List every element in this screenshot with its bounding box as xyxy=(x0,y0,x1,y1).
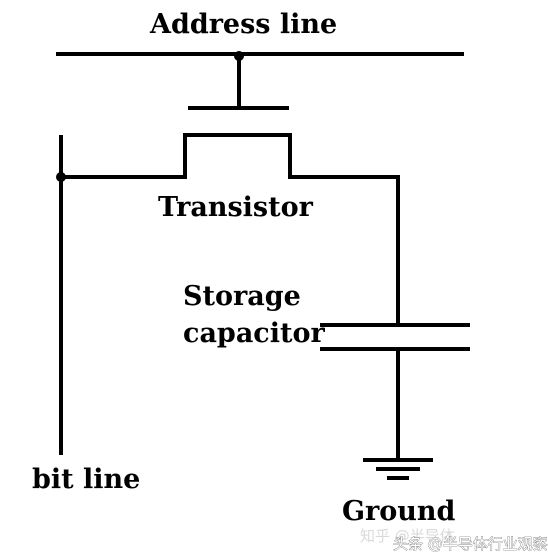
bit-line-label: bit line xyxy=(32,464,140,495)
bit-line-junction-dot xyxy=(56,172,66,182)
storage-capacitor-label-line2: capacitor xyxy=(183,318,325,349)
zhihu-watermark: 知乎 @半导体 xyxy=(360,527,455,545)
ground-icon xyxy=(363,458,433,480)
storage-capacitor-label-line1: Storage xyxy=(183,281,301,312)
transistor-channel xyxy=(59,133,400,179)
address-line-label: Address line xyxy=(149,9,337,40)
transistor-label: Transistor xyxy=(158,192,314,223)
toutiao-watermark: 头条 @半导体行业观察 xyxy=(393,535,548,553)
ground-label: Ground xyxy=(342,496,456,527)
